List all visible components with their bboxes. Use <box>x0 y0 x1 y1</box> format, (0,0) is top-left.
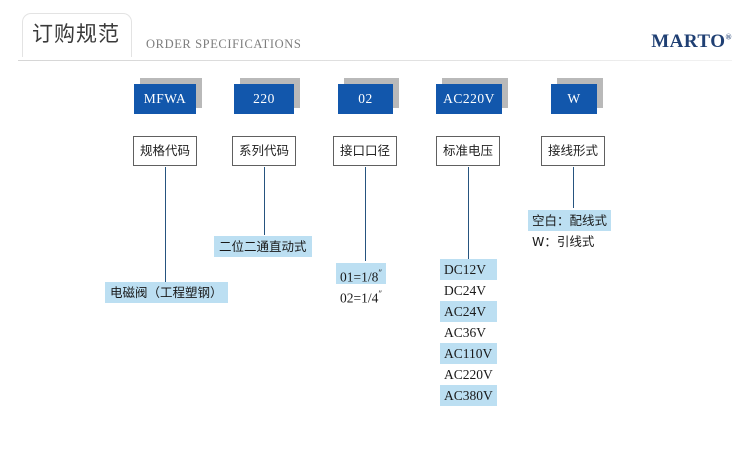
header-divider <box>18 60 732 61</box>
page-subtitle: ORDER SPECIFICATIONS <box>146 37 302 51</box>
option-item: 02=1/4″ <box>340 289 383 306</box>
option-item: 空白：配线式 <box>528 210 612 231</box>
connector-line-2 <box>264 167 265 235</box>
option-item: AC220V <box>444 367 493 382</box>
callout-1: 电磁阀（工程塑钢） <box>105 282 228 303</box>
option-item: W：引线式 <box>532 234 595 249</box>
connector-line-5 <box>573 167 574 208</box>
callout-2: 二位二通直动式 <box>214 236 312 257</box>
brand-logo: MARTO® <box>651 31 732 53</box>
field-label-2: 系列代码 <box>232 136 296 166</box>
registered-mark-icon: ® <box>725 32 732 42</box>
connector-line-4 <box>468 167 469 260</box>
code-chip-2-value: 220 <box>234 84 294 114</box>
page-header: 订购规范 ORDER SPECIFICATIONS MARTO® <box>0 0 750 62</box>
field-label-3: 接口口径 <box>333 136 397 166</box>
code-chip-5: W <box>551 78 603 114</box>
option-item: DC24V <box>444 283 487 298</box>
option-item: AC36V <box>444 325 487 340</box>
page-title: 订购规范 <box>32 22 120 46</box>
brand-name: MARTO <box>651 31 726 52</box>
option-item: DC12V <box>440 259 497 280</box>
option-item: AC24V <box>440 301 497 322</box>
option-item: 01=1/8″ <box>336 263 387 285</box>
option-list-3: 01=1/8″ 02=1/4″ <box>336 263 387 306</box>
callout-2-text: 二位二通直动式 <box>214 236 312 257</box>
code-chip-5-value: W <box>551 84 597 114</box>
field-label-4: 标准电压 <box>436 136 500 166</box>
option-list-5: 空白：配线式 W：引线式 <box>528 210 612 252</box>
connector-line-1 <box>165 167 166 284</box>
option-list-4: DC12V DC24V AC24V AC36V AC110V AC220V AC… <box>440 259 497 406</box>
field-label-5: 接线形式 <box>541 136 605 166</box>
option-item: AC110V <box>440 343 497 364</box>
field-label-1: 规格代码 <box>133 136 197 166</box>
code-chip-3-value: 02 <box>338 84 393 114</box>
option-item: AC380V <box>440 385 497 406</box>
code-chip-1: MFWA <box>134 78 202 114</box>
connector-line-3 <box>365 167 366 261</box>
code-chip-1-value: MFWA <box>134 84 196 114</box>
callout-1-text: 电磁阀（工程塑钢） <box>105 282 228 303</box>
title-tab-shape <box>22 13 132 57</box>
code-chip-4: AC220V <box>436 78 508 114</box>
code-chip-2: 220 <box>234 78 300 114</box>
code-chip-3: 02 <box>338 78 399 114</box>
code-chip-4-value: AC220V <box>436 84 502 114</box>
